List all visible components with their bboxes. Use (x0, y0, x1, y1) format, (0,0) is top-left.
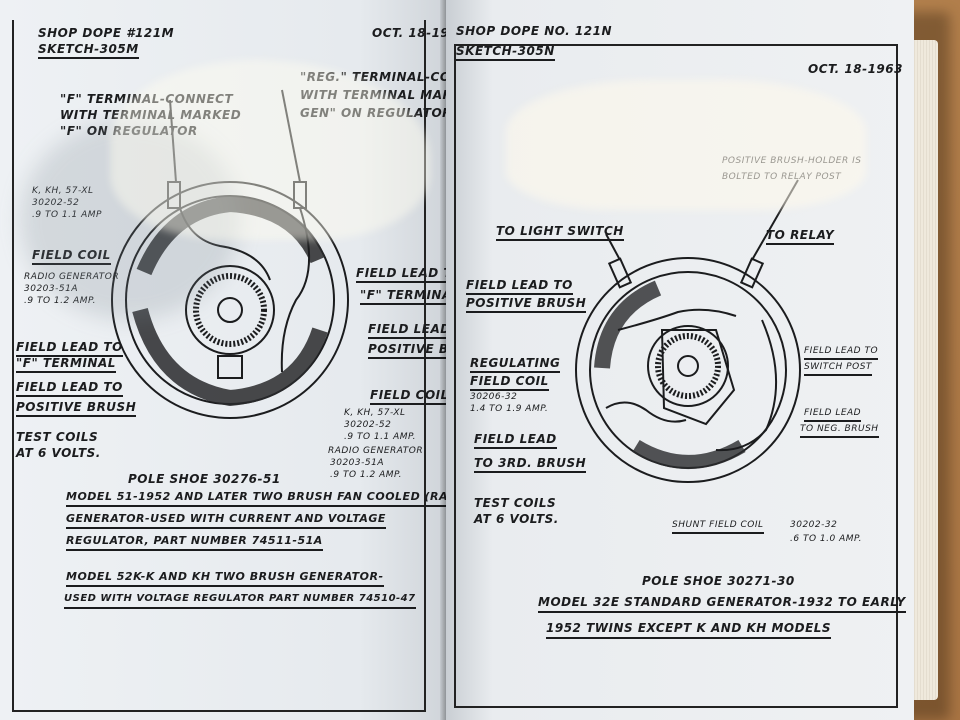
field-coil-right-label: FIELD COIL (370, 388, 448, 405)
right-outer-housing (576, 258, 800, 482)
field-lead-neg-1: FIELD LEAD (804, 408, 862, 422)
right-pole-shoe: POLE SHOE 30271-30 (642, 574, 795, 588)
to-light-switch: TO LIGHT SWITCH (496, 224, 624, 241)
left-callout-f (170, 100, 176, 182)
radio-gen-left-3: .9 TO 1.2 AMP. (24, 296, 97, 306)
left-header-title: SHOP DOPE #121M (38, 26, 175, 40)
left-field-wire-b (282, 208, 309, 372)
spec-top-2: 30202-52 (32, 198, 80, 208)
reg-terminal-line-3: GEN" ON REGULATOR (300, 106, 448, 120)
field-lead-f-1: FIELD LEAD TO (16, 340, 123, 357)
left-caption-2: GENERATOR-USED WITH CURRENT AND VOLTAGE (66, 512, 386, 529)
test-coils-left-1: TEST COILS (16, 430, 99, 444)
left-caption-4: MODEL 52K-K AND KH TWO BRUSH GENERATOR- (66, 570, 384, 587)
field-lead-pos-2: POSITIVE BRUSH (16, 400, 137, 417)
left-sketch-label: SKETCH-305M (38, 42, 139, 59)
left-commutator (186, 266, 274, 354)
right-date: OCT. 18-1963 (808, 62, 903, 76)
regulating-4: 1.4 TO 1.9 AMP. (470, 404, 549, 414)
right-field-wire-a (618, 310, 736, 330)
left-caption-1: MODEL 51-1952 AND LATER TWO BRUSH FAN CO… (66, 490, 448, 507)
right-commutator (648, 326, 728, 406)
right-field-lead-pos-2: POSITIVE BRUSH (466, 296, 587, 313)
shunt-spec-2: .6 TO 1.0 AMP. (790, 534, 863, 544)
regulating-2: FIELD COIL (470, 374, 549, 391)
shunt-field-label: SHUNT FIELD COIL (672, 520, 764, 534)
right-field-wire-c (606, 402, 686, 421)
spec-right-3: .9 TO 1.1 AMP. (344, 432, 417, 442)
right-shunt-coil (636, 446, 742, 462)
spec-right-1: K, KH, 57-XL (344, 408, 406, 418)
field-lead-pos-right-1: FIELD LEAD TO (368, 322, 448, 339)
shunt-spec-1: 30202-32 (790, 520, 838, 530)
reg-terminal-line-1: "REG." TERMINAL-CONN (300, 70, 448, 84)
field-lead-f-right-2: "F" TERMINAL (360, 288, 448, 305)
right-test-coils-2: AT 6 VOLTS. (474, 512, 559, 526)
spec-right-2: 30202-52 (344, 420, 392, 430)
left-outer-housing (112, 182, 348, 418)
right-caption-1: MODEL 32E STANDARD GENERATOR-1932 TO EAR… (538, 594, 906, 613)
right-test-coils-1: TEST COILS (474, 496, 557, 510)
left-callout-reg (282, 90, 300, 182)
spec-top-3: .9 TO 1.1 AMP (32, 210, 102, 220)
left-page-frame (12, 20, 426, 712)
radio-gen-right-3: .9 TO 1.2 AMP. (330, 470, 403, 480)
left-page: SHOP DOPE #121M OCT. 18-19 SKETCH-305M "… (0, 0, 448, 720)
field-lead-pos-1: FIELD LEAD TO (16, 380, 123, 397)
left-brush-box (218, 356, 242, 378)
left-field-wire-a (180, 208, 270, 280)
left-field-coil-upper (144, 204, 318, 272)
right-page-frame (454, 44, 898, 708)
left-terminal-f (168, 182, 180, 208)
spec-top-1: K, KH, 57-XL (32, 186, 94, 196)
right-shaft (678, 356, 698, 376)
right-terminal-relay (741, 259, 763, 288)
to-relay: TO RELAY (766, 228, 835, 245)
field-lead-f-right-1: FIELD LEAD T (356, 266, 448, 283)
right-caption-2: 1952 TWINS EXCEPT K AND KH MODELS (546, 620, 832, 639)
f-terminal-line-3: "F" ON REGULATOR (60, 124, 198, 138)
radio-gen-left-2: 30203-51A (24, 284, 78, 294)
field-lead-3rd-2: TO 3RD. BRUSH (474, 456, 587, 473)
field-lead-3rd-1: FIELD LEAD (474, 432, 557, 449)
right-header-title: SHOP DOPE NO. 121N (456, 24, 612, 38)
right-field-lead-pos-1: FIELD LEAD TO (466, 278, 573, 295)
field-lead-pos-right-2: POSITIVE BRU (368, 342, 448, 359)
regulating-3: 30206-32 (470, 392, 518, 402)
right-terminal-light (609, 259, 631, 288)
page-edges (912, 40, 938, 700)
left-header-date: OCT. 18-19 (372, 26, 448, 40)
left-generator-diagram (110, 160, 370, 430)
reg-terminal-line-2: WITH TERMINAL MARKE (300, 88, 448, 102)
radio-gen-right-1: RADIO GENERATOR (328, 446, 424, 456)
right-page: SHOP DOPE NO. 121N SKETCH-305N OCT. 18-1… (446, 0, 914, 720)
right-regulating-coil (602, 288, 658, 368)
field-lead-switch-1: FIELD LEAD TO (804, 346, 879, 360)
right-sketch-label: SKETCH-305N (456, 44, 555, 61)
left-field-coil-lower (140, 310, 320, 398)
field-lead-switch-2: SWITCH POST (804, 362, 872, 376)
left-pole-shoe: POLE SHOE 30276-51 (128, 472, 281, 486)
f-terminal-line-1: "F" TERMINAL-CONNECT (60, 92, 234, 106)
field-lead-f-2: "F" TERMINAL (16, 356, 116, 373)
radio-gen-right-2: 30203-51A (330, 458, 384, 468)
left-caption-5: USED WITH VOLTAGE REGULATOR PART NUMBER … (64, 592, 416, 609)
brush-holder-1: POSITIVE BRUSH-HOLDER IS (722, 156, 862, 166)
f-terminal-line-2: WITH TERMINAL MARKED (60, 108, 242, 122)
field-coil-left-label: FIELD COIL (32, 248, 111, 265)
left-commutator-ring (196, 276, 264, 344)
right-brush-plate (662, 330, 734, 424)
left-caption-3: REGULATOR, PART NUMBER 74511-51A (66, 534, 323, 551)
test-coils-left-2: AT 6 VOLTS. (16, 446, 101, 460)
left-shaft (218, 298, 242, 322)
radio-gen-left-1: RADIO GENERATOR (24, 272, 120, 282)
brush-holder-2: BOLTED TO RELAY POST (722, 172, 842, 182)
regulating-1: REGULATING (470, 356, 561, 373)
field-lead-neg-2: TO NEG. BRUSH (800, 424, 879, 438)
right-generator-diagram (566, 240, 816, 500)
right-field-wire-b (716, 320, 776, 450)
right-commutator-ring (658, 336, 718, 396)
right-callout-light (606, 234, 620, 260)
